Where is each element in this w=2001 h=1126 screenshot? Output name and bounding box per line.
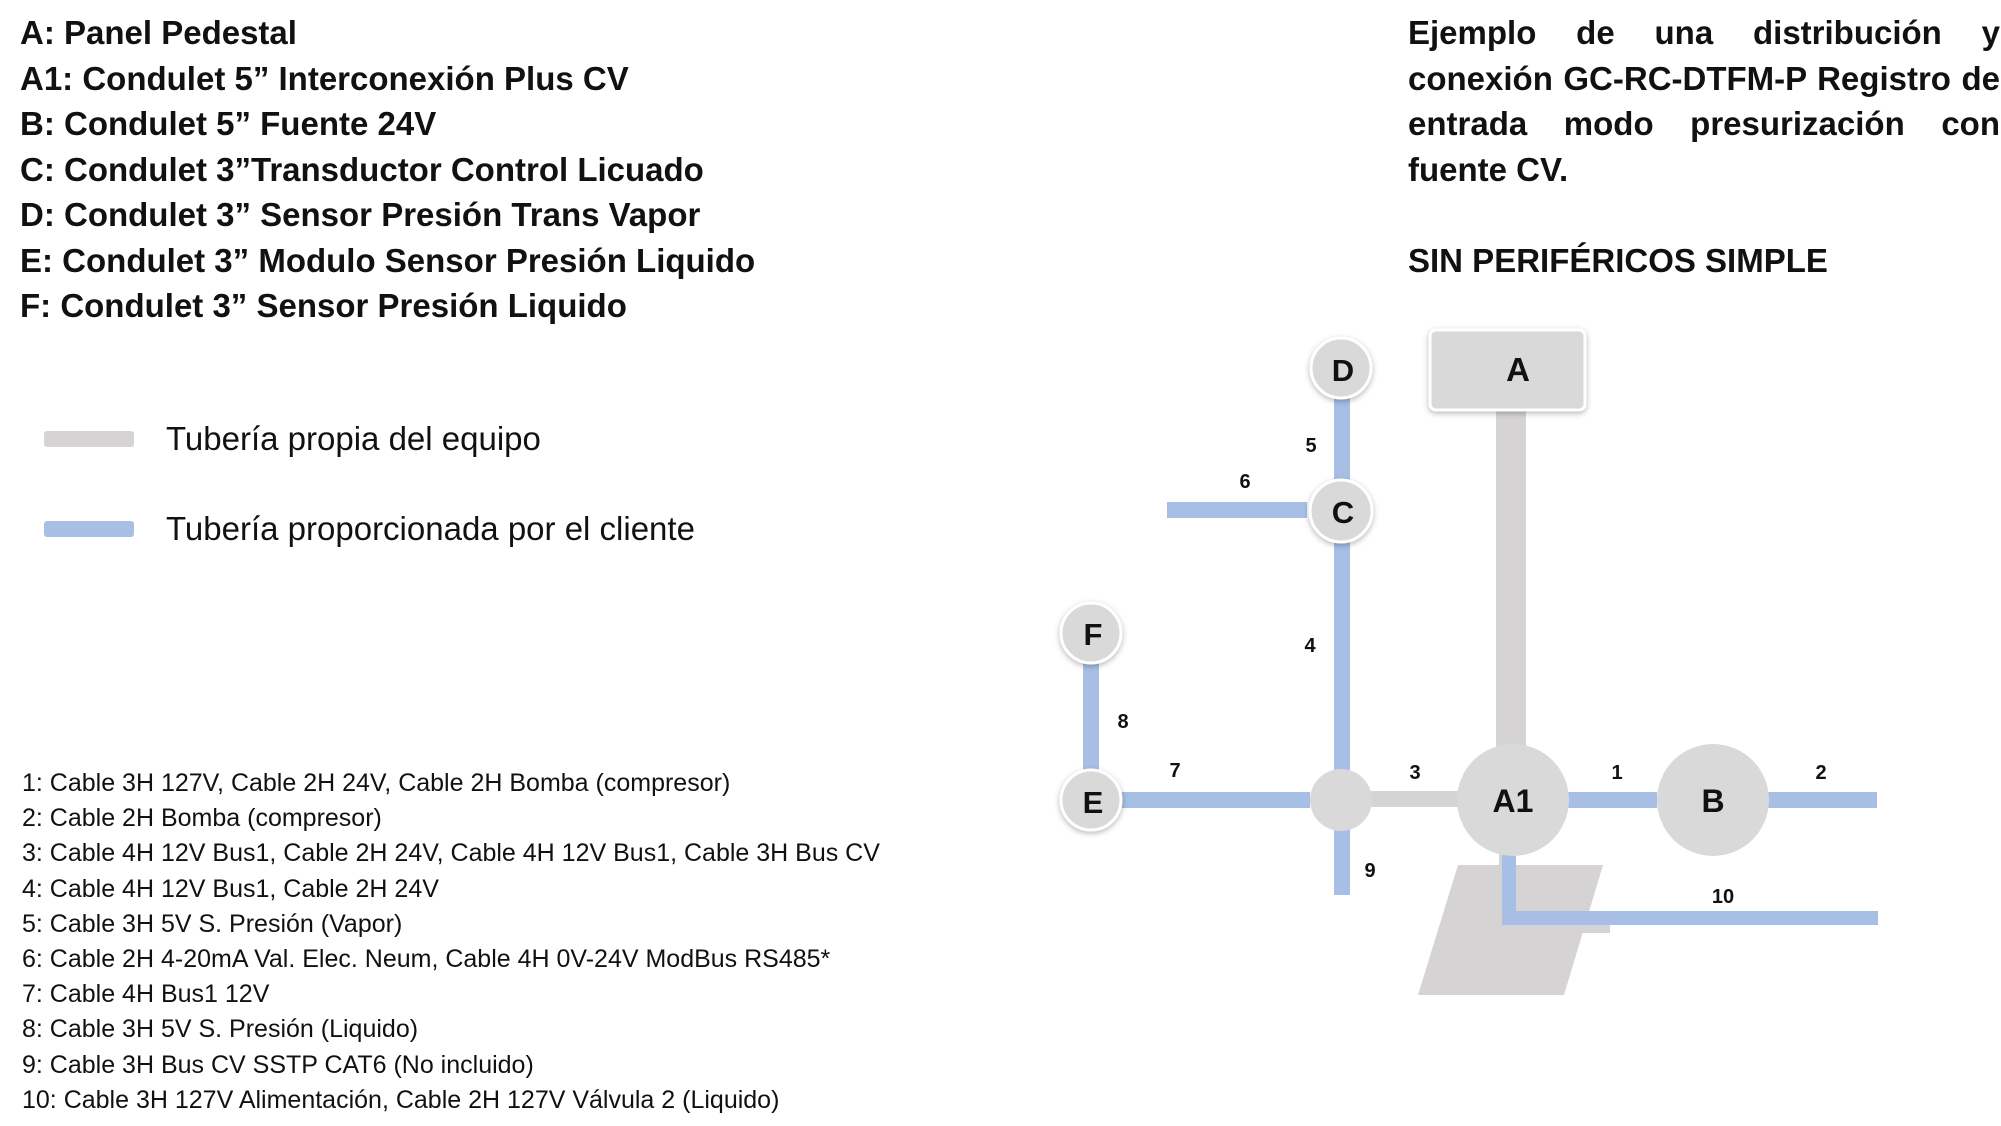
pipe-label-1: 1 <box>1611 762 1622 784</box>
cable-item: 8: Cable 3H 5V S. Presión (Liquido) <box>22 1015 419 1044</box>
node-f-circle <box>1059 601 1123 665</box>
component-item: A: Panel Pedestal <box>20 14 297 51</box>
junction-node <box>1310 769 1372 831</box>
pipe-label-8: 8 <box>1117 711 1128 733</box>
cable-list: 1: Cable 3H 127V, Cable 2H 24V, Cable 2H… <box>22 766 880 1118</box>
node-a1-label: A1 <box>1493 783 1534 819</box>
pipe-label-3: 3 <box>1409 762 1420 784</box>
pipe-4 <box>1334 535 1350 770</box>
component-item: B: Condulet 5” Fuente 24V <box>20 105 437 142</box>
legend-client-pipe: Tubería proporcionada por el cliente <box>44 510 695 548</box>
node-d-circle <box>1309 336 1373 400</box>
node-a1-circle <box>1457 744 1569 856</box>
legend-label: Tubería proporcionada por el cliente <box>166 510 695 547</box>
node-e-circle <box>1059 768 1123 832</box>
pipe-8 <box>1083 655 1099 773</box>
pipe-10 <box>1502 848 1878 925</box>
pipe-label-5: 5 <box>1305 435 1316 457</box>
pipe-label-4: 4 <box>1304 635 1316 657</box>
pipe-2 <box>1765 792 1877 808</box>
cable-item: 5: Cable 3H 5V S. Presión (Vapor) <box>22 909 403 938</box>
node-b-circle <box>1657 744 1769 856</box>
cable-item: 3: Cable 4H 12V Bus1, Cable 2H 24V, Cabl… <box>22 839 880 868</box>
node-a-box <box>1428 328 1587 412</box>
pipe-label-10: 10 <box>1712 886 1734 908</box>
pipe-5 <box>1334 395 1350 485</box>
pedestal-column <box>1496 404 1526 759</box>
cable-item: 2: Cable 2H Bomba (compresor) <box>22 804 382 833</box>
pipe-6 <box>1167 502 1307 518</box>
node-e-label: E <box>1083 785 1104 820</box>
title-block: Ejemplo de una distribución y conexión G… <box>1408 10 2000 283</box>
cable-item: 10: Cable 3H 127V Alimentación, Cable 2H… <box>22 1085 780 1114</box>
component-item: F: Condulet 3” Sensor Presión Liquido <box>20 287 627 324</box>
pipe-1 <box>1565 792 1657 808</box>
pipe-label-9: 9 <box>1364 860 1375 882</box>
diagram-title: Ejemplo de una distribución y conexión G… <box>1408 14 2000 188</box>
pipe-3 <box>1350 791 1460 807</box>
node-c-circle <box>1308 478 1374 544</box>
component-item: A1: Condulet 5” Interconexión Plus CV <box>20 59 629 97</box>
blue-pipe-swatch <box>44 521 134 537</box>
cable-item: 7: Cable 4H Bus1 12V <box>22 980 270 1009</box>
component-item: D: Condulet 3” Sensor Presión Trans Vapo… <box>20 196 701 233</box>
node-c-label: C <box>1332 495 1354 530</box>
component-item: E: Condulet 3” Modulo Sensor Presión Liq… <box>20 241 756 279</box>
legend-equipment-pipe: Tubería propia del equipo <box>44 420 541 458</box>
pipe-label-6: 6 <box>1239 471 1250 493</box>
pipe-label-7: 7 <box>1169 760 1180 782</box>
node-d-label: D <box>1332 353 1354 388</box>
pipe-9 <box>1334 825 1350 895</box>
pipe-label-2: 2 <box>1815 762 1826 784</box>
node-a-label: A <box>1506 351 1530 388</box>
node-b-label: B <box>1701 783 1724 819</box>
cable-item: 9: Cable 3H Bus CV SSTP CAT6 (No incluid… <box>22 1050 534 1079</box>
cable-item: 1: Cable 3H 127V, Cable 2H 24V, Cable 2H… <box>22 769 731 797</box>
node-f-label: F <box>1084 617 1103 652</box>
diagram-subtitle: SIN PERIFÉRICOS SIMPLE <box>1408 241 1828 279</box>
pipe-7 <box>1120 792 1310 808</box>
cable-item: 4: Cable 4H 12V Bus1, Cable 2H 24V <box>22 874 439 903</box>
component-list: A: Panel Pedestal A1: Condulet 5” Interc… <box>20 10 755 329</box>
gray-pipe-swatch <box>44 431 134 447</box>
cable-item: 6: Cable 2H 4-20mA Val. Elec. Neum, Cabl… <box>22 945 831 974</box>
component-item: C: Condulet 3”Transductor Control Licuad… <box>20 150 704 188</box>
legend-label: Tubería propia del equipo <box>166 420 541 457</box>
